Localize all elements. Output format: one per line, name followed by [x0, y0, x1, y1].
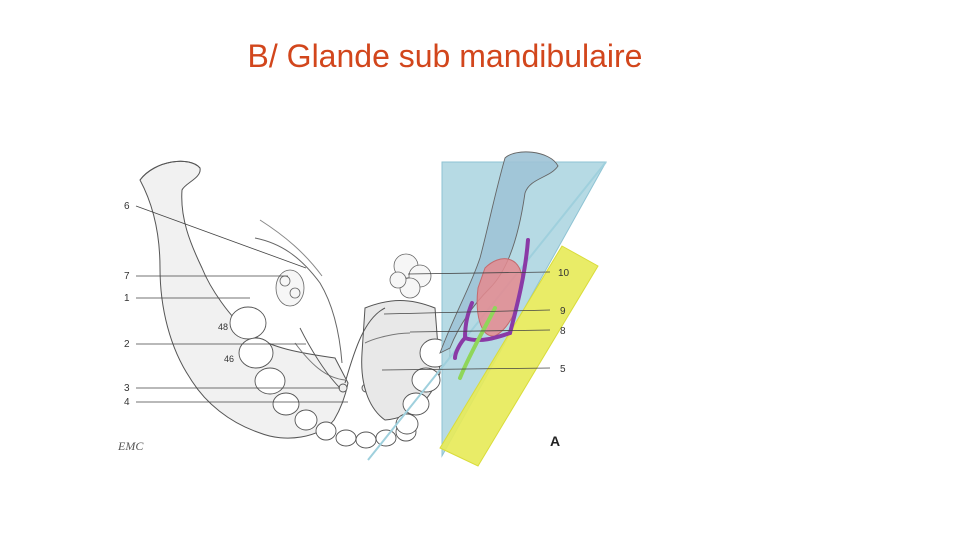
panel-letter: A — [550, 433, 560, 449]
emc-logo: EMC — [117, 439, 144, 453]
lingual-nerve — [458, 306, 497, 380]
callout-label-2: 2 — [124, 339, 130, 350]
callout-label-1: 1 — [124, 293, 130, 304]
tooth-label-48: 48 — [218, 322, 228, 332]
yellow-plane — [439, 245, 599, 467]
callout-label-9: 9 — [560, 306, 566, 317]
right-callout-lines — [381, 271, 551, 371]
callout-label-6: 6 — [124, 201, 130, 212]
slide-title: B/ Glande sub mandibulaire — [247, 38, 643, 74]
tooth-label-46: 46 — [224, 354, 234, 364]
callout-label-8: 8 — [560, 326, 566, 337]
left-callout-lines — [135, 205, 348, 403]
mandible-left-half — [139, 160, 349, 439]
callout-label-5: 5 — [560, 364, 566, 375]
callout-label-3: 3 — [124, 383, 130, 394]
gland-left — [275, 269, 305, 307]
mandible-diagram: 6 7 1 2 3 4 48 46 10 9 8 5 A EMC — [117, 151, 607, 467]
callout-label-4: 4 — [124, 397, 130, 408]
callout-label-7: 7 — [124, 271, 130, 282]
anatomical-figure: 6 7 1 2 3 4 48 46 10 9 8 5 A EMC — [110, 148, 610, 468]
gland-right-lobules — [389, 253, 432, 299]
callout-label-10: 10 — [558, 268, 570, 279]
submandibular-duct — [453, 238, 530, 360]
teeth-left — [229, 306, 337, 441]
